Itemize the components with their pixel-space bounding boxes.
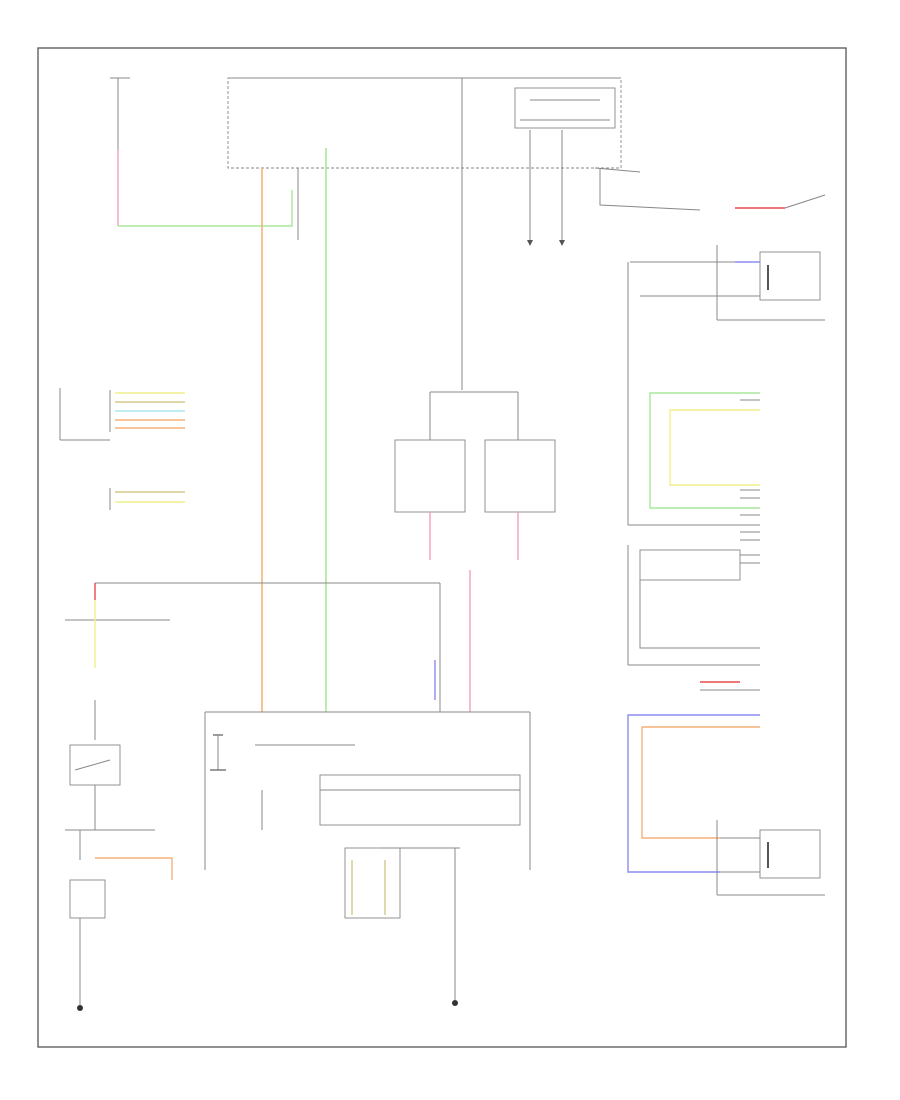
- center-module-left: [394, 392, 466, 560]
- top-right-switch: [599, 168, 826, 211]
- top-junction-block: [227, 77, 641, 173]
- left-connector-group-1: [59, 388, 185, 441]
- left-top-fuse: [110, 77, 130, 150]
- left-connector-group-2: [109, 488, 185, 510]
- center-module-right: [484, 392, 556, 560]
- ground-pair-top: [527, 130, 565, 246]
- blue-wire-right: [627, 714, 760, 873]
- main-control-unit: [204, 711, 531, 1006]
- left-sensor-stack: [65, 600, 173, 1011]
- green-wire-top: [118, 190, 293, 227]
- right-sensor-box-1: [630, 245, 825, 321]
- right-sensor-box-2: [716, 820, 825, 896]
- right-module-1: [639, 549, 741, 581]
- diagram-frame: [37, 47, 847, 1048]
- orange-wire-right: [641, 726, 760, 839]
- yellow-wire-right: [669, 409, 760, 486]
- green-wire-right: [649, 392, 760, 509]
